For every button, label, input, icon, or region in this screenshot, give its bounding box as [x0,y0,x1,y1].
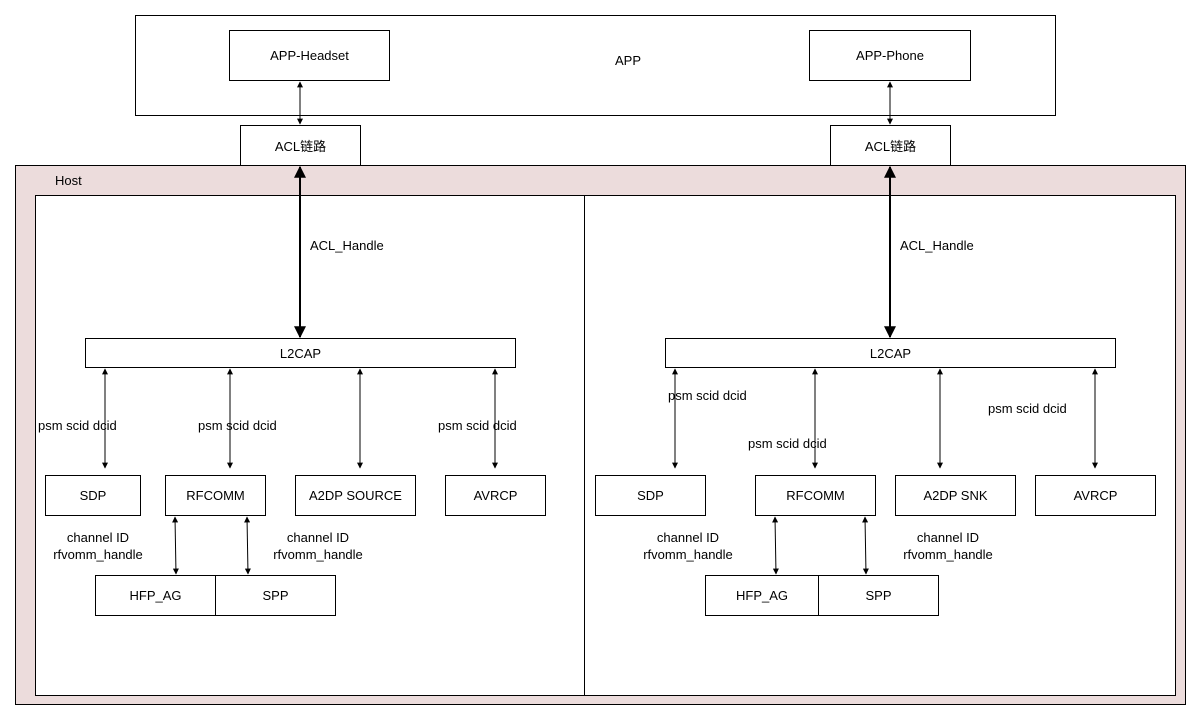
right-host-panel [584,195,1176,696]
right-channel-hfp-label: channel ID rfvomm_handle [635,529,741,563]
left-acl-handle-label: ACL_Handle [310,238,384,253]
app-headset-box: APP-Headset [229,30,390,81]
app-title: APP [615,53,642,68]
left-psm-sdp-label: psm scid dcid [38,418,117,433]
left-spp-box: SPP [215,575,336,616]
right-channel-spp-line2: rfvomm_handle [903,547,993,562]
left-channel-spp-line2: rfvomm_handle [273,547,363,562]
left-psm-rfcomm-label: psm scid dcid [198,418,277,433]
right-a2dp-snk-box: A2DP SNK [895,475,1016,516]
acl-link-right-box: ACL链路 [830,125,951,166]
right-hfp-ag-box: HFP_AG [705,575,819,616]
right-rfcomm-box: RFCOMM [755,475,876,516]
left-psm-avrcp-label: psm scid dcid [438,418,517,433]
left-channel-spp-line1: channel ID [286,530,350,545]
left-sdp-box: SDP [45,475,141,516]
right-spp-box: SPP [818,575,939,616]
app-phone-box: APP-Phone [809,30,971,81]
left-avrcp-box: AVRCP [445,475,546,516]
left-channel-hfp-line1: channel ID [66,530,130,545]
left-channel-spp-label: channel ID rfvomm_handle [265,529,371,563]
left-channel-hfp-line2: rfvomm_handle [53,547,143,562]
left-a2dp-source-box: A2DP SOURCE [295,475,416,516]
left-channel-hfp-label: channel ID rfvomm_handle [45,529,151,563]
host-title: Host [55,173,82,188]
acl-link-left-box: ACL链路 [240,125,361,166]
right-channel-spp-label: channel ID rfvomm_handle [895,529,1001,563]
left-rfcomm-box: RFCOMM [165,475,266,516]
right-channel-hfp-line1: channel ID [656,530,720,545]
right-channel-hfp-line2: rfvomm_handle [643,547,733,562]
right-acl-handle-label: ACL_Handle [900,238,974,253]
right-psm-rfcomm-label: psm scid dcid [748,436,827,451]
left-host-panel [35,195,585,696]
right-channel-spp-line1: channel ID [916,530,980,545]
left-hfp-ag-box: HFP_AG [95,575,216,616]
left-l2cap-box: L2CAP [85,338,516,368]
right-sdp-box: SDP [595,475,706,516]
right-psm-sdp-label: psm scid dcid [668,388,747,403]
right-avrcp-box: AVRCP [1035,475,1156,516]
right-psm-avrcp-label: psm scid dcid [988,401,1067,416]
right-l2cap-box: L2CAP [665,338,1116,368]
